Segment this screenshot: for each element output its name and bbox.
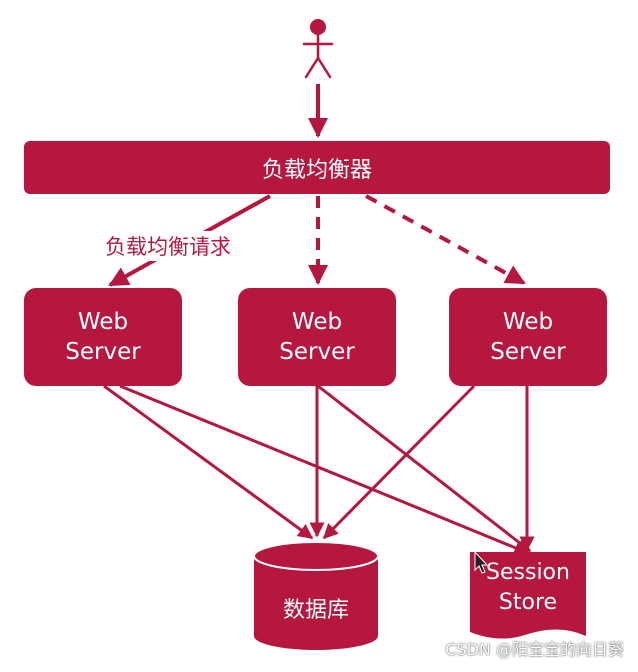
session-store-label: Session Store (470, 558, 586, 618)
web-server-2-line1: Web (291, 309, 343, 335)
watermark: CSDN @阳宝宝的向日葵 (445, 640, 624, 659)
web-server-1-line1: Web (77, 309, 129, 335)
lb-to-server-3-arrow (365, 194, 526, 285)
mouse-cursor-icon (474, 550, 489, 574)
server-1-to-db-arrow (103, 384, 314, 540)
database-cylinder-icon (253, 541, 379, 650)
web-server-3-line1: Web (502, 309, 554, 335)
load-balancer: 负载均衡器 (24, 141, 610, 194)
web-server-3: Web Server (449, 288, 607, 386)
web-server-3-line2: Server (490, 339, 566, 365)
server-1-to-session-arrow (119, 384, 530, 555)
load-balancer-label: 负载均衡器 (261, 157, 372, 183)
web-server-2: Web Server (238, 288, 396, 386)
session-store-document-icon (470, 552, 586, 639)
web-server-2-line2: Server (279, 339, 355, 365)
web-server-1-line2: Server (65, 339, 141, 365)
web-server-1: Web Server (24, 288, 182, 386)
session-store-line2: Store (498, 590, 558, 615)
load-balance-request-label: 负载均衡请求 (103, 231, 233, 261)
session-store-line1: Session (486, 560, 570, 585)
user-icon (302, 19, 334, 79)
server-3-to-db-arrow (322, 384, 476, 540)
database-label: 数据库 (282, 598, 349, 623)
server-2-to-session-arrow (317, 384, 532, 553)
